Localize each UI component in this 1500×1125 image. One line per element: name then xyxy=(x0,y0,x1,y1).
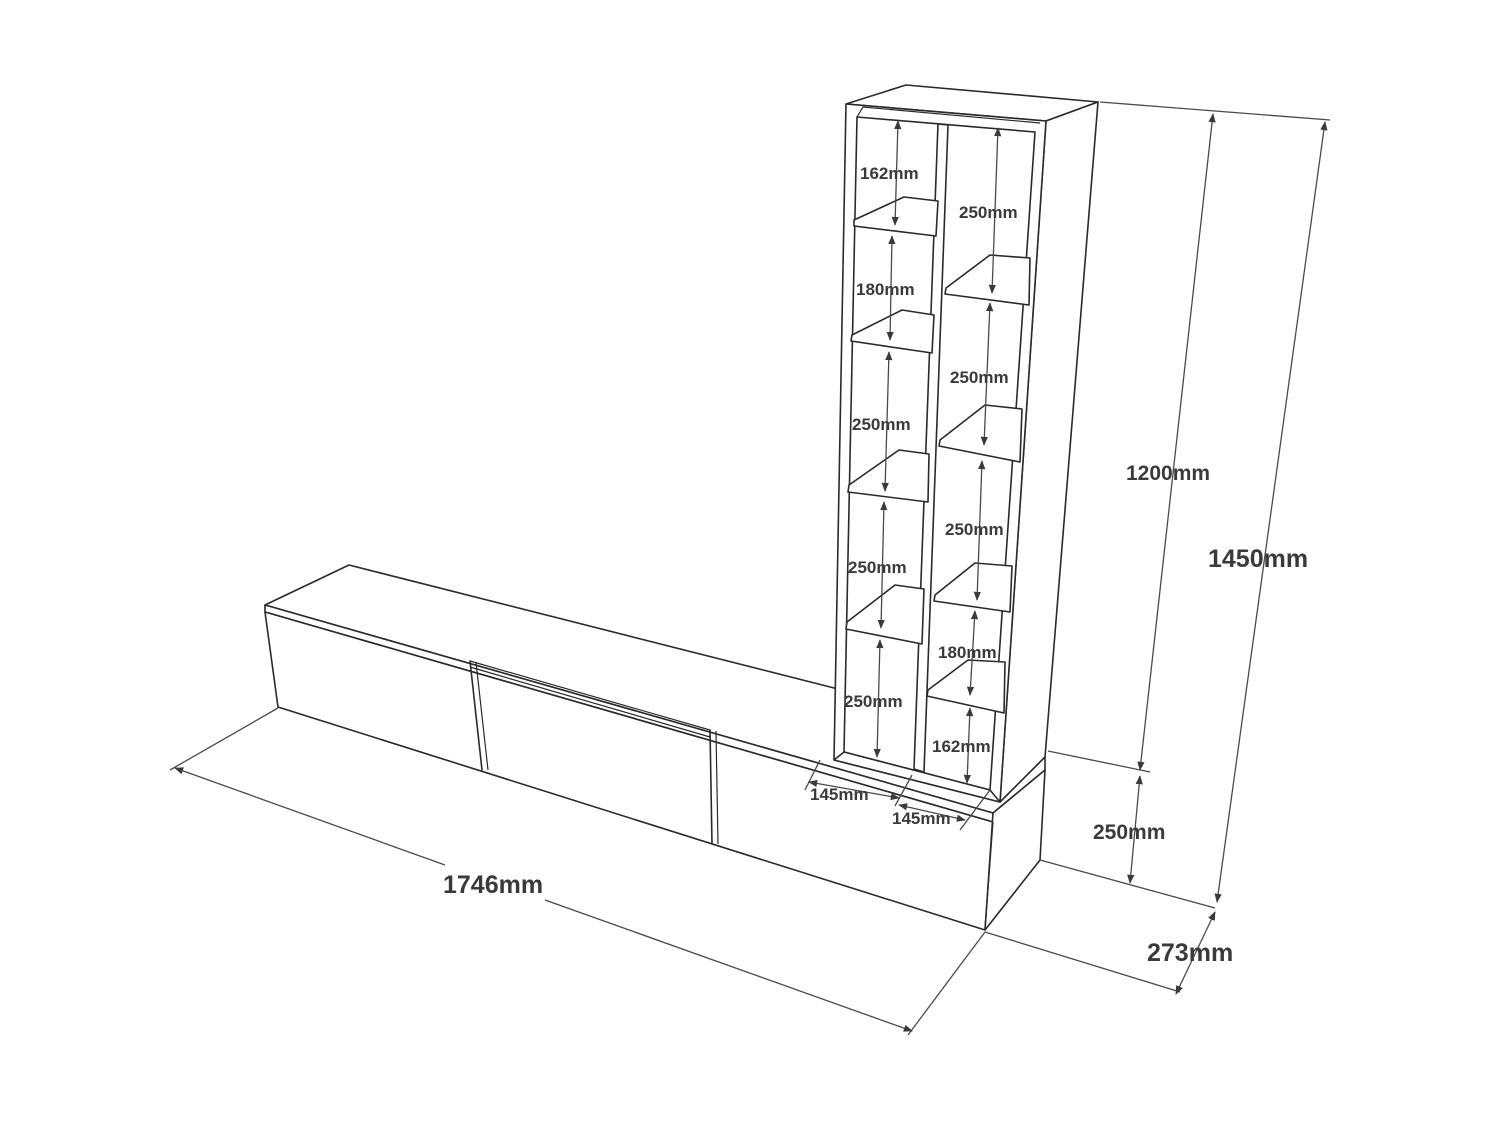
label-right-compartment-2: 250mm xyxy=(950,368,1009,387)
dimension-lines xyxy=(169,101,1331,1036)
label-depth: 273mm xyxy=(1147,939,1233,967)
label-right-compartment-4: 180mm xyxy=(938,643,997,662)
label-left-compartment-5: 250mm xyxy=(844,692,903,711)
label-left-compartment-2: 180mm xyxy=(856,280,915,299)
label-base-height: 250mm xyxy=(1093,821,1165,844)
label-left-compartment-4: 250mm xyxy=(848,558,907,577)
shelf-bottom xyxy=(833,751,1001,803)
label-right-compartment-5: 162mm xyxy=(932,737,991,756)
label-right-compartment-3: 250mm xyxy=(945,520,1004,539)
label-compartment-width-right: 145mm xyxy=(892,809,951,828)
label-shelf-height: 1200mm xyxy=(1126,462,1210,485)
right-column-shelves xyxy=(926,254,1031,714)
drawer-divider-1 xyxy=(469,660,483,771)
tv-base-unit xyxy=(264,564,1046,931)
drawer-divider-2 xyxy=(709,729,713,845)
label-total-width: 1746mm xyxy=(443,871,543,899)
label-right-compartment-1: 250mm xyxy=(959,203,1018,222)
label-compartment-width-left: 145mm xyxy=(810,785,869,804)
dimension-labels: 162mm 180mm 250mm 250mm 250mm 250mm 250m… xyxy=(443,164,1308,967)
label-left-compartment-3: 250mm xyxy=(852,415,911,434)
label-left-compartment-1: 162mm xyxy=(860,164,919,183)
label-total-height: 1450mm xyxy=(1208,545,1308,573)
